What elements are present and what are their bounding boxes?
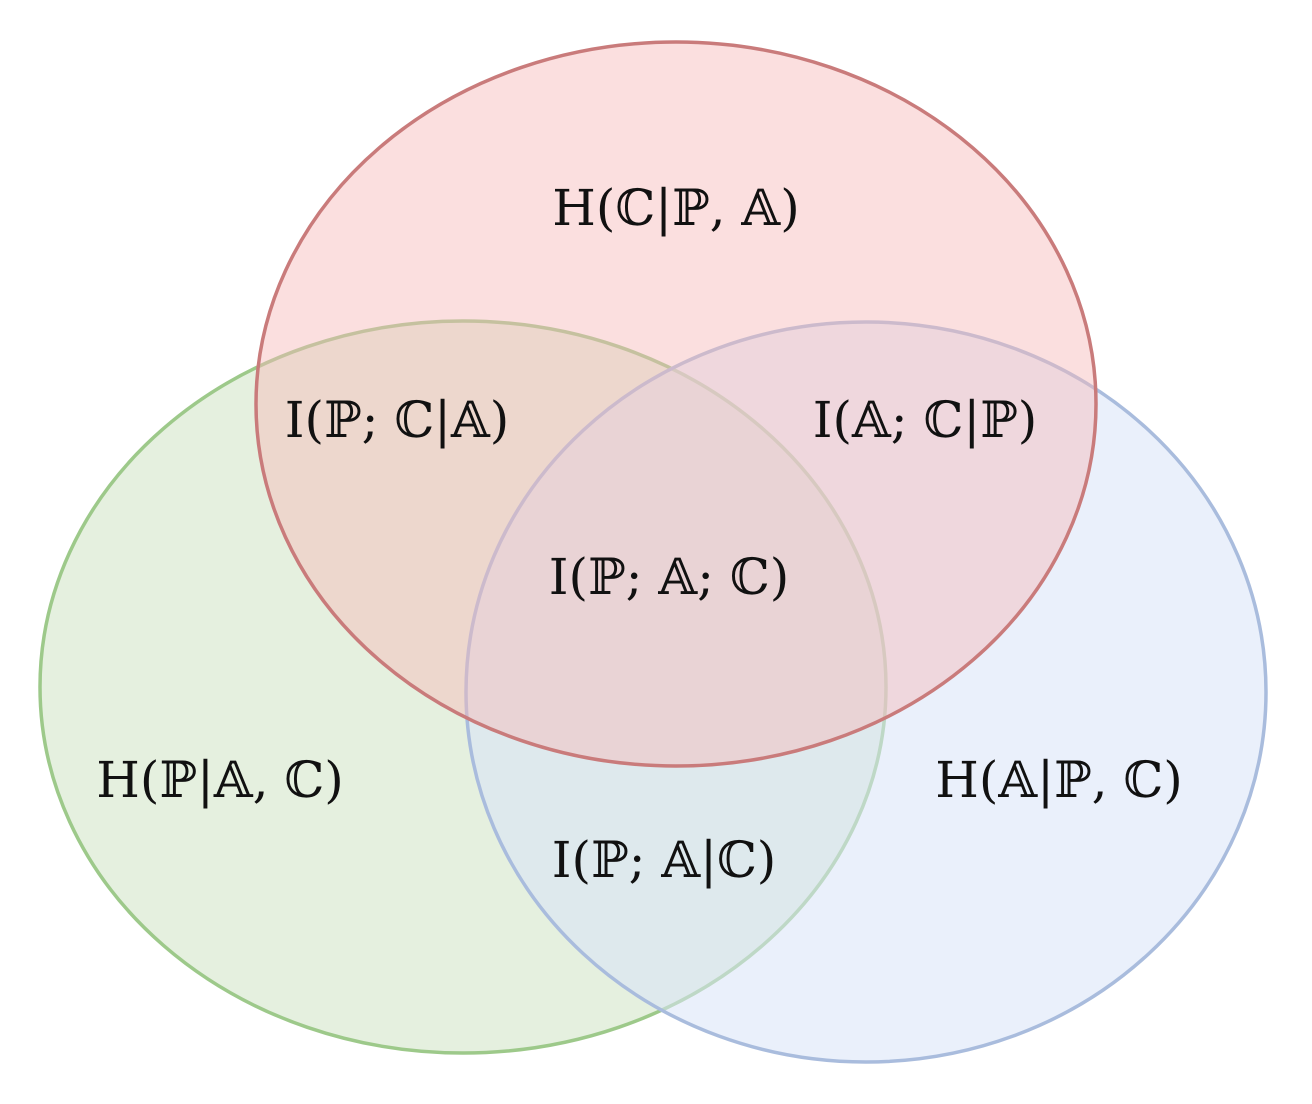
label-i-p-c-given-a: I(ℙ; ℂ|𝔸) (284, 391, 510, 449)
label-i-p-a-given-c: I(ℙ; 𝔸|ℂ) (551, 831, 777, 889)
label-h-p-given-a-c: H(ℙ|𝔸, ℂ) (96, 751, 344, 809)
label-h-c-given-p-a: H(ℂ|ℙ, 𝔸) (552, 179, 800, 237)
label-h-a-given-p-c: H(𝔸|ℙ, ℂ) (935, 751, 1183, 809)
label-i-p-a-c: I(ℙ; 𝔸; ℂ) (548, 548, 790, 606)
label-i-a-c-given-p: I(𝔸; ℂ|ℙ) (812, 391, 1038, 449)
circle-right-set (464, 320, 1268, 1064)
circle-top-set (254, 40, 1098, 768)
